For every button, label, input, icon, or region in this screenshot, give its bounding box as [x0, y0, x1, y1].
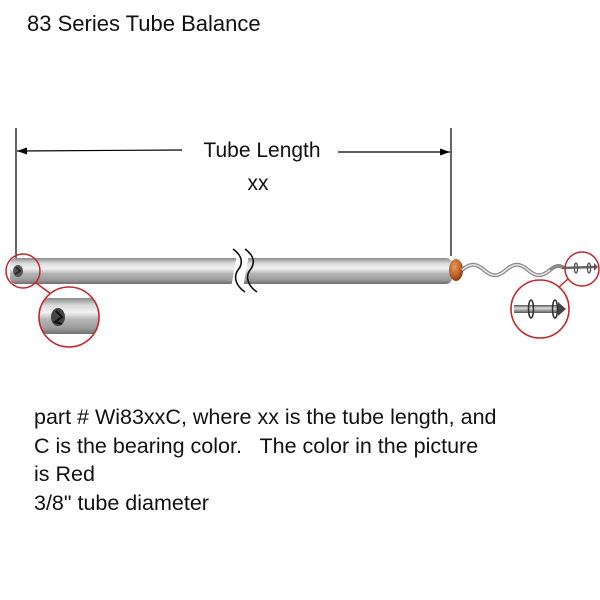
dimension-line: [15, 128, 452, 258]
diagram-title: 83 Series Tube Balance: [27, 11, 261, 36]
description-line: C is the bearing color. The color in the…: [34, 433, 479, 458]
bearing: [449, 259, 463, 281]
tube-length-label: Tube Length: [186, 139, 338, 163]
hook-end-detail-icon: [510, 251, 600, 339]
description-line: part # Wi83xxC, where xx is the tube len…: [34, 405, 497, 429]
part-description: part # Wi83xxC, where xx is the tube len…: [34, 403, 497, 517]
spiral-rod-icon: [460, 262, 598, 278]
description-line: is Red: [34, 462, 95, 486]
description-line: 3/8" tube diameter: [34, 490, 209, 515]
tube-length-value: xx: [186, 172, 330, 196]
break-mark-icon: [231, 248, 258, 293]
tube-body: [10, 248, 452, 293]
tube-end-detail-icon: [5, 253, 100, 348]
